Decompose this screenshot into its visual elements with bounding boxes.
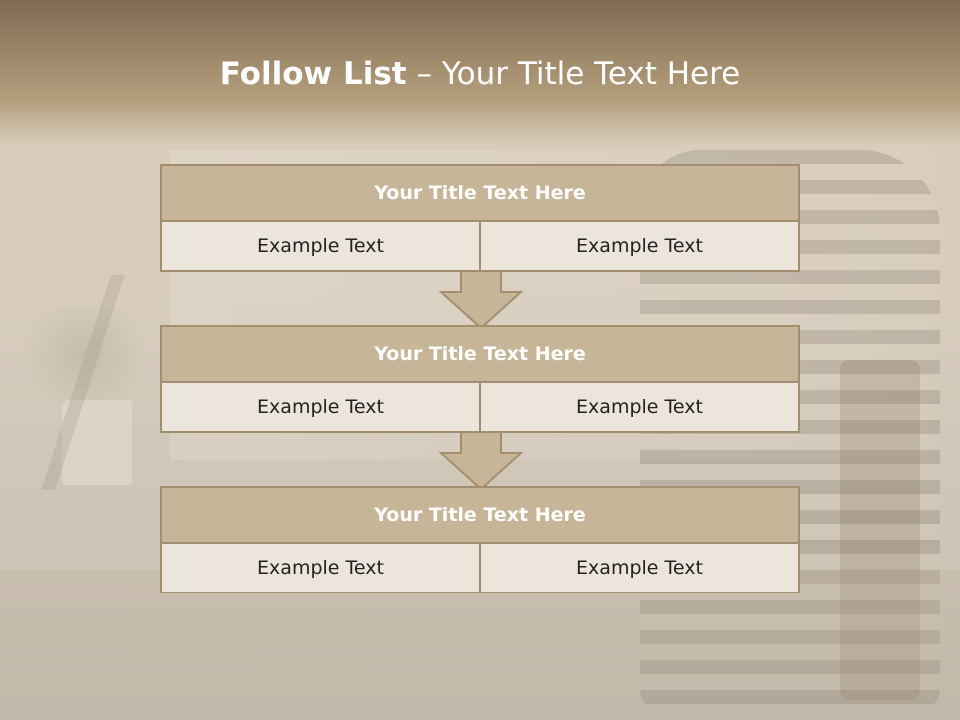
title-rest: – Your Title Text Here bbox=[406, 56, 741, 92]
header-band bbox=[0, 0, 960, 145]
step-text-right: Example Text bbox=[479, 544, 798, 592]
step-box-1: Your Title Text Here Example Text Exampl… bbox=[160, 164, 800, 272]
background-chair bbox=[840, 360, 920, 700]
step-text-left: Example Text bbox=[162, 222, 479, 270]
background-table bbox=[0, 570, 960, 720]
step-text-right: Example Text bbox=[479, 222, 798, 270]
down-arrow-icon bbox=[439, 431, 523, 491]
step-text-left: Example Text bbox=[162, 544, 479, 592]
step-box-2: Your Title Text Here Example Text Exampl… bbox=[160, 325, 800, 433]
step-text-left: Example Text bbox=[162, 383, 479, 431]
step-text-right: Example Text bbox=[479, 383, 798, 431]
step-title: Your Title Text Here bbox=[162, 166, 798, 222]
step-title: Your Title Text Here bbox=[162, 327, 798, 383]
slide-title: Follow List – Your Title Text Here bbox=[0, 56, 960, 92]
background-pot bbox=[62, 400, 132, 485]
down-arrow-icon bbox=[439, 270, 523, 330]
title-bold: Follow List bbox=[219, 56, 407, 92]
step-title: Your Title Text Here bbox=[162, 488, 798, 544]
background-plant bbox=[15, 305, 155, 405]
step-box-3: Your Title Text Here Example Text Exampl… bbox=[160, 486, 800, 593]
